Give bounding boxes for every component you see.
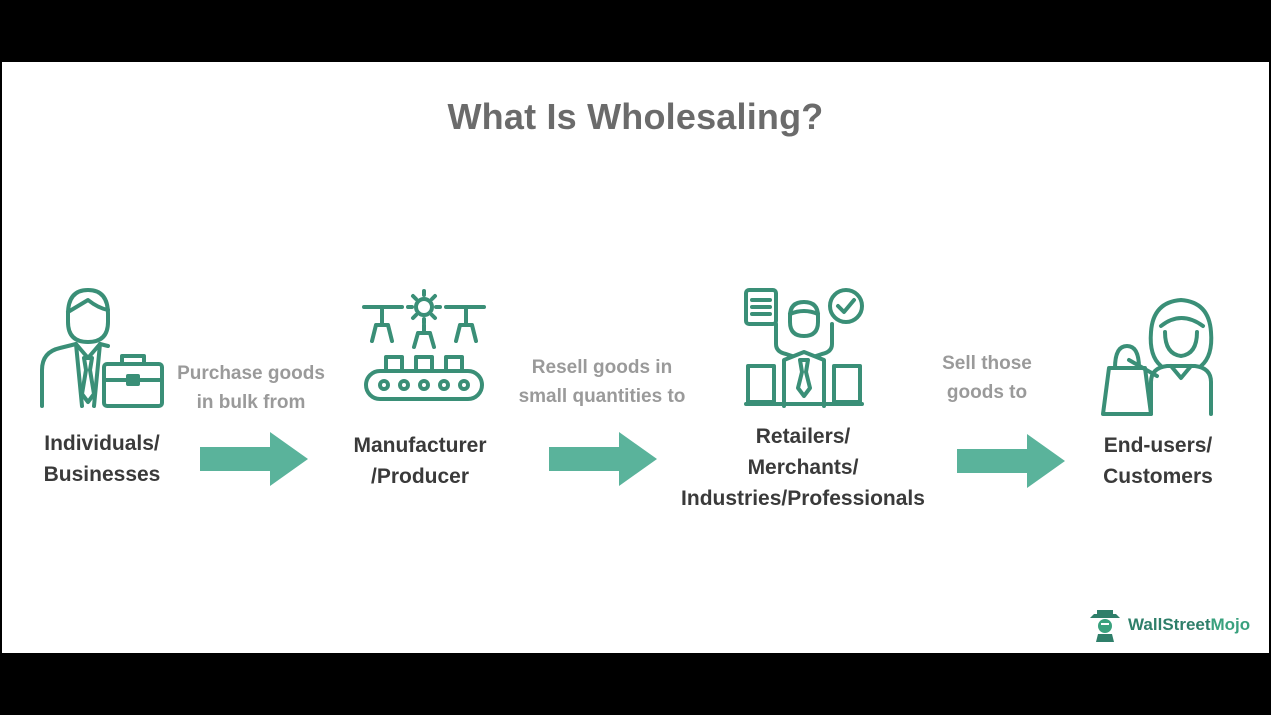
factory-conveyor-icon [362,289,486,401]
node-label-line: Businesses [43,463,161,486]
logo-part-mojo: Mojo [1210,615,1251,634]
arrow-2 [549,432,657,486]
node-individuals-businesses: Individuals/ Businesses [22,428,182,490]
node-label-line: Individuals/ [44,432,160,455]
wallstreetmojo-logo: WallStreetMojo [1086,606,1250,644]
node-label-line: Retailers/ [755,425,851,448]
logo-part-wall: Wall [1128,615,1163,634]
edge-label-line: goods to [946,382,1028,403]
edge-label-sell: Sell those goods to [922,349,1052,407]
logo-wordmark: WallStreetMojo [1128,615,1250,635]
arrow-1 [200,432,308,486]
node-end-users-customers: End-users/ Customers [1082,430,1234,492]
node-label-line: Manufacturer [353,434,487,457]
node-label-line: Merchants/ [747,456,859,479]
retailer-checklist-icon [744,288,864,408]
wallstreetmojo-logo-icon [1090,610,1120,642]
node-manufacturer-producer: Manufacturer /Producer [332,430,508,492]
node-label-line: Industries/Professionals [681,487,925,510]
arrow-3 [957,434,1065,488]
edge-label-line: Purchase goods [177,363,325,384]
node-label-line: /Producer [370,465,470,488]
node-retailers-merchants: Retailers/ Merchants/ Industries/Profess… [662,421,944,514]
edge-label-line: small quantities to [518,386,686,407]
edge-label-resell: Resell goods in small quantities to [498,353,706,411]
edge-label-line: Resell goods in [531,357,673,378]
node-label-line: Customers [1103,465,1213,488]
edge-label-line: in bulk from [196,392,306,413]
logo-part-street: Street [1162,615,1211,634]
businessman-briefcase-icon [40,288,164,408]
slide-canvas: What Is Wholesaling? [2,62,1269,653]
customer-shopping-bag-icon [1101,298,1214,416]
diagram-title: What Is Wholesaling? [447,96,824,137]
edge-label-purchase: Purchase goods in bulk from [166,359,336,417]
node-label-line: End-users/ [1103,434,1213,457]
edge-label-line: Sell those [942,353,1032,374]
